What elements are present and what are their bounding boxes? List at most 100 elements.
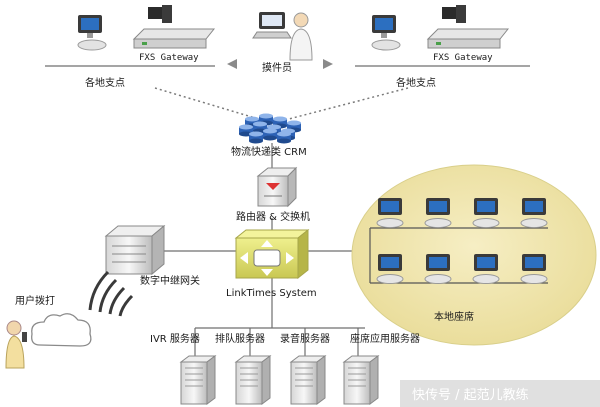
seat-screen <box>381 201 399 212</box>
pc-stand <box>87 33 93 38</box>
gateway-led <box>436 42 441 45</box>
user-phone-icon <box>22 332 27 342</box>
disk-top <box>277 131 291 137</box>
disk-top <box>267 124 281 130</box>
disk-body <box>287 123 301 130</box>
server-side <box>316 355 326 405</box>
branch-left-pc <box>77 15 107 51</box>
branch-right-crm-link <box>284 87 409 121</box>
branch-left-crm-link <box>154 87 263 121</box>
core-arrow-up-icon <box>261 240 273 247</box>
router-switch <box>256 166 298 208</box>
pc-screen <box>81 18 99 30</box>
trunk-gateway-label: 数字中继网关 <box>140 274 200 287</box>
server-tower-icon <box>179 355 217 405</box>
seat-keyboard <box>376 218 404 228</box>
seat-app-server-label: 座席应用服务器 <box>350 332 420 345</box>
disk-top <box>253 121 267 127</box>
core-arrow-right-icon <box>286 252 294 264</box>
disk-body <box>263 131 277 138</box>
disk-top <box>263 128 277 134</box>
seat-pc-icon <box>472 254 500 284</box>
disk-bottom <box>277 138 291 144</box>
telecom-cloud <box>31 313 92 347</box>
laptop-display <box>262 15 282 26</box>
disk-body <box>277 134 291 141</box>
signal-arc <box>118 294 134 317</box>
phone-icon <box>148 7 162 19</box>
seat-workstations <box>376 198 548 284</box>
crm-database-cluster <box>239 113 301 144</box>
server-front <box>290 361 318 405</box>
gateway-device <box>426 28 510 40</box>
person-body-icon <box>289 28 313 61</box>
gateway-right <box>426 5 510 49</box>
disk-body <box>239 127 253 134</box>
seat-network-lines <box>369 227 548 284</box>
signal-arc <box>98 278 118 313</box>
disk-top <box>287 120 301 126</box>
arrow-right-icon <box>323 59 333 69</box>
seat-pc-icon <box>424 198 452 228</box>
trunk-front <box>105 235 153 275</box>
seat-screen <box>525 201 543 212</box>
phone-handset-icon <box>162 5 172 23</box>
server-side <box>206 355 216 405</box>
pc-keyboard <box>77 39 107 51</box>
gateway-device <box>132 28 216 40</box>
server-front <box>235 361 263 405</box>
gateway-left <box>132 5 216 49</box>
core-system-label: LinkTimes System <box>226 288 317 299</box>
pc-screen <box>375 18 393 30</box>
seat-keyboard <box>376 274 404 284</box>
disk-top <box>249 131 263 137</box>
seat-pc-icon <box>424 254 452 284</box>
seat-keyboard <box>520 274 548 284</box>
seat-screen <box>477 257 495 268</box>
router-side <box>287 166 297 208</box>
person-head-icon <box>293 12 309 28</box>
digital-trunk-gateway <box>104 224 166 276</box>
branch-right-label: 各地支点 <box>396 76 436 89</box>
operator-label: 摸件员 <box>262 62 292 74</box>
router-label: 路由器 & 交换机 <box>236 210 310 223</box>
gateway-left-label: FXS Gateway <box>139 53 199 63</box>
user-dial-label: 用户拨打 <box>15 294 55 307</box>
server-tower-icon <box>234 355 272 405</box>
seat-screen <box>477 201 495 212</box>
seat-keyboard <box>472 218 500 228</box>
server-side <box>369 355 379 405</box>
user-head-icon <box>6 320 22 336</box>
watermark-bg <box>400 380 600 407</box>
disk-bottom <box>263 135 277 141</box>
ivr-server-label: IVR 服务器 <box>150 332 200 345</box>
seat-keyboard <box>424 274 452 284</box>
disk-body <box>253 124 267 131</box>
crm-label: 物流快递类 CRM <box>231 145 307 158</box>
local-seats-label: 本地座席 <box>434 310 474 323</box>
disk-body <box>245 119 259 126</box>
signal-arc <box>88 270 110 311</box>
core-phone-icon <box>253 249 281 267</box>
arrow-left-icon <box>227 59 237 69</box>
seat-pc-icon <box>376 254 404 284</box>
gateway-front <box>427 38 501 49</box>
disk-top <box>245 116 259 122</box>
seat-pc-icon <box>472 198 500 228</box>
seat-screen <box>525 257 543 268</box>
laptop-base <box>252 31 292 39</box>
branch-right-pc <box>371 15 401 51</box>
core-arrow-down-icon <box>261 269 273 276</box>
disk-body <box>273 119 287 126</box>
disk-body <box>259 116 273 123</box>
disk-body <box>249 134 263 141</box>
connection-lines <box>45 65 530 356</box>
seat-pc-icon <box>376 198 404 228</box>
queue-server-label: 排队服务器 <box>215 332 265 345</box>
router-body <box>257 175 289 207</box>
core-system-box <box>234 228 310 280</box>
disk-top <box>259 113 273 119</box>
phone-handset-icon <box>456 5 466 23</box>
database-disk-icon <box>263 128 277 141</box>
